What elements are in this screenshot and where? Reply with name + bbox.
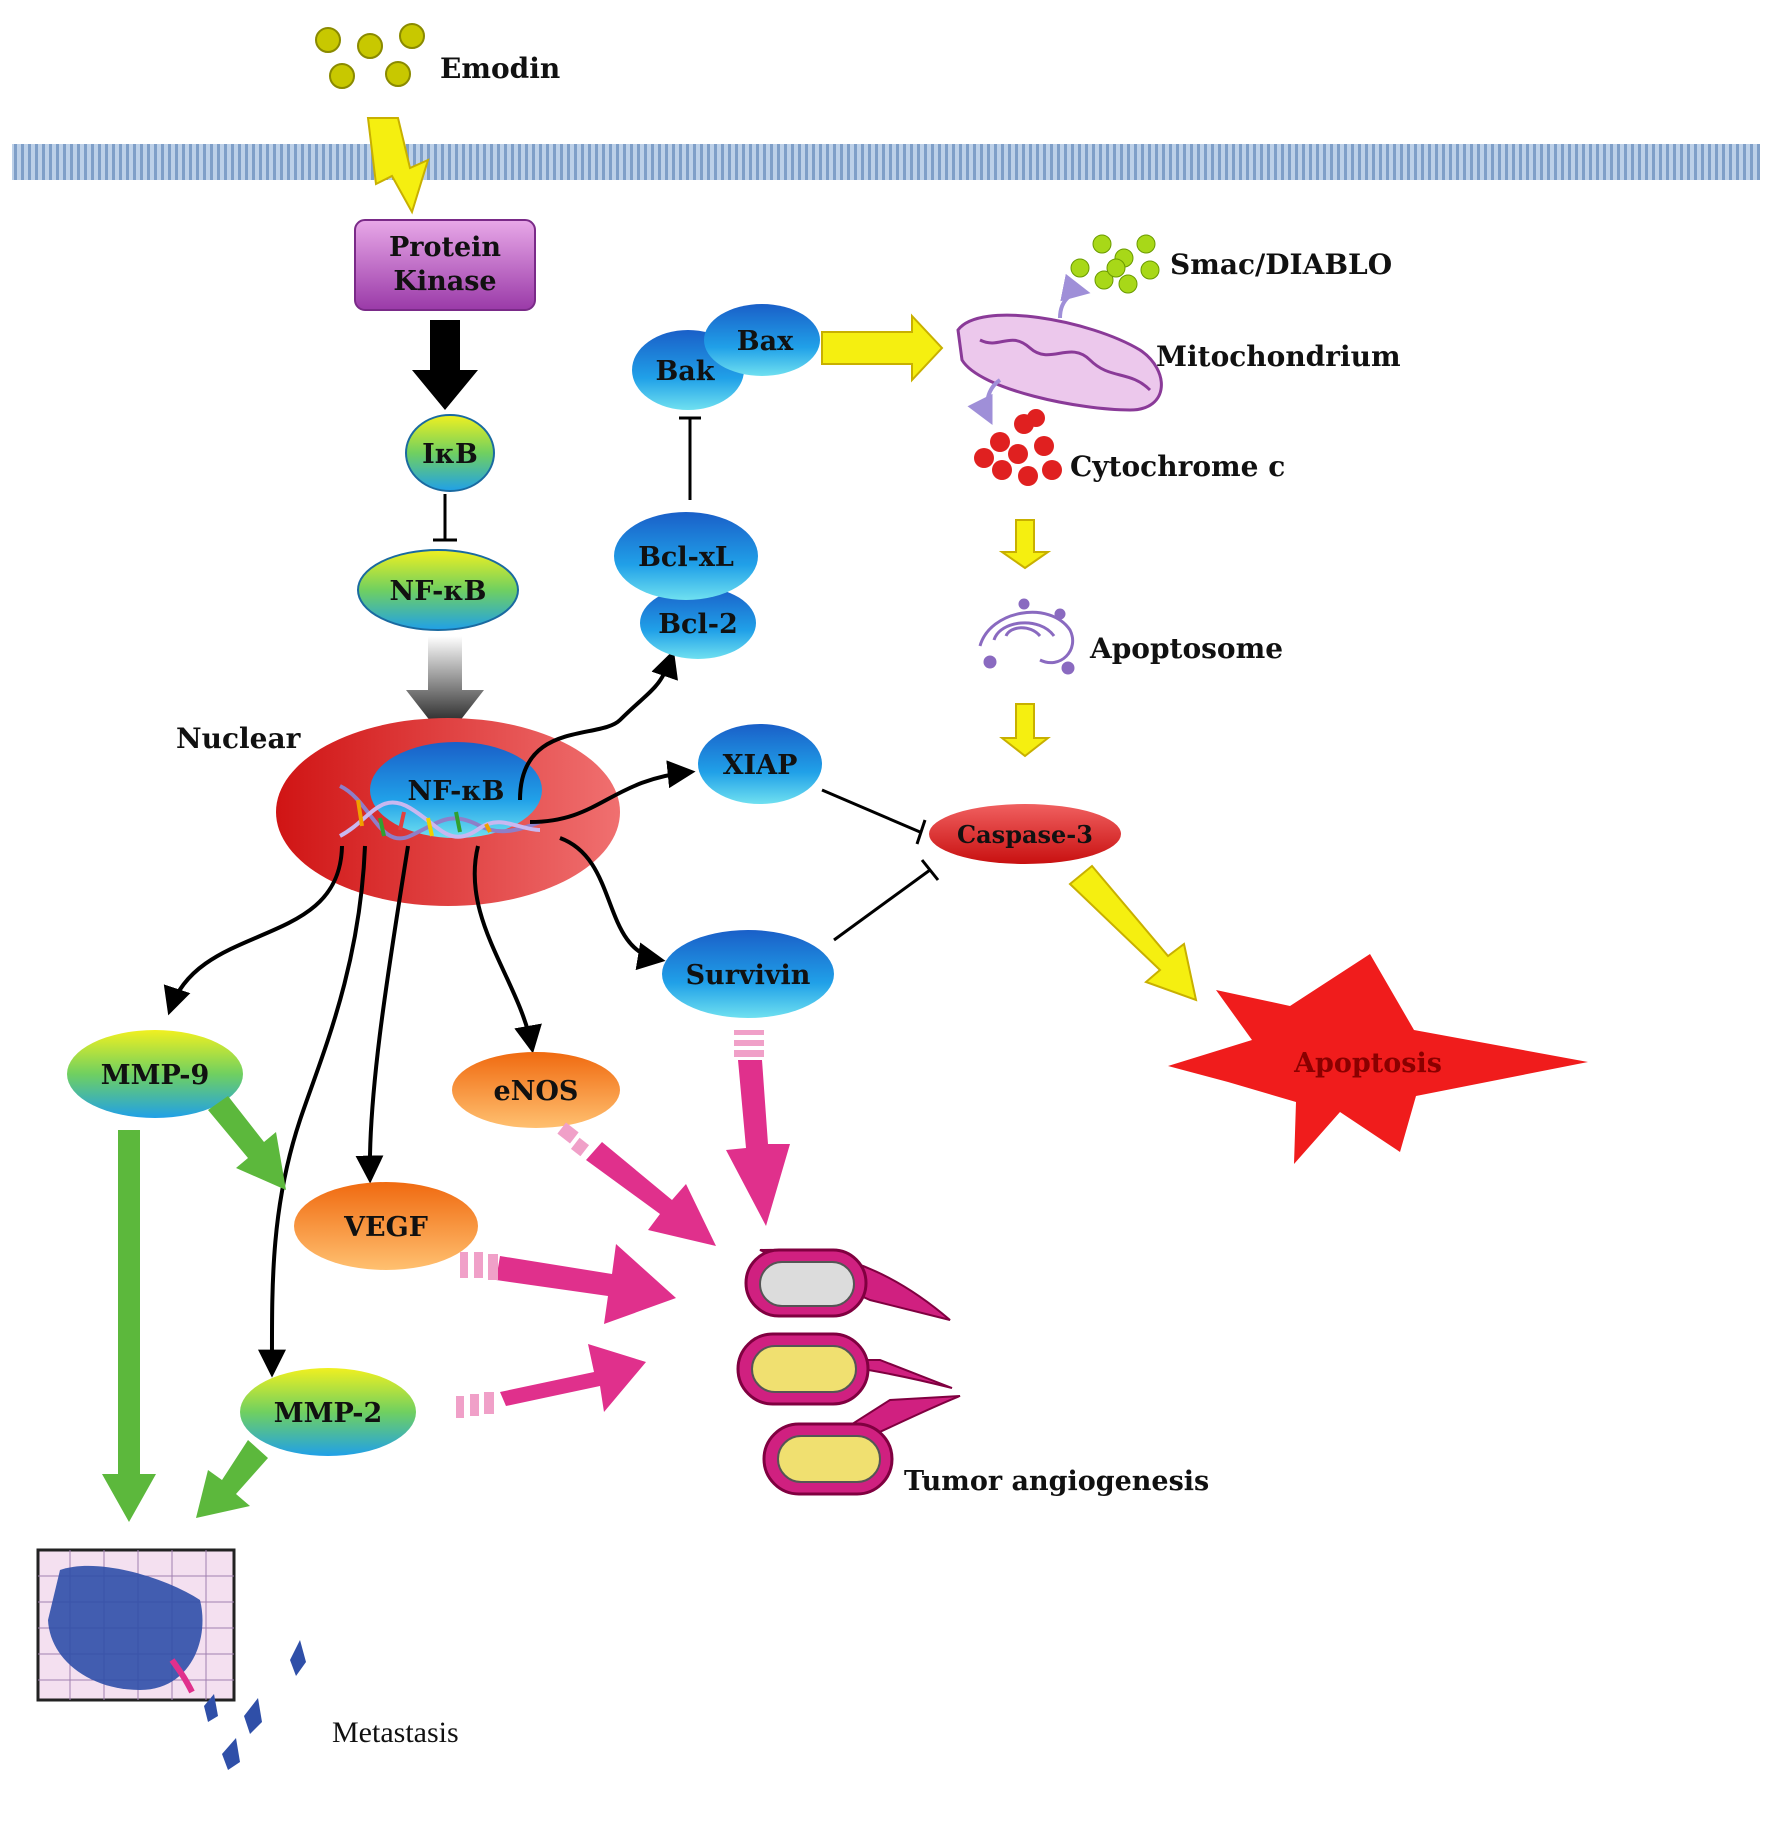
metastatic-cells-icon: [204, 1640, 306, 1770]
dna-helix-icon: [339, 784, 541, 841]
protein-kinase-node: [354, 219, 536, 311]
pink-arrows: [456, 1030, 790, 1418]
green-arrow-mmp9-vegf: [208, 1096, 286, 1190]
arrow-to-mmp2: [257, 845, 367, 1378]
bax-node: [704, 304, 820, 376]
caspase3-label: Caspase-3: [957, 820, 1093, 849]
pink-arrow-mmp2: [500, 1344, 646, 1412]
apoptosis-star: [1168, 954, 1588, 1164]
inhibition-xiap-caspase: [821, 788, 921, 834]
lightning-icon: [366, 117, 430, 215]
survivin-node: [662, 930, 834, 1018]
nfkb-label: NF-κB: [390, 576, 487, 607]
pink-arrow-survivin: [726, 1060, 790, 1226]
nfkb-nuclear-label: NF-κB: [408, 776, 505, 807]
arrow-to-bcl: [518, 649, 678, 801]
yellow-arrow-apoptosome-caspase: [999, 703, 1051, 758]
yellow-arrow-cyto-apoptosome: [998, 519, 1052, 570]
pink-arrow-vegf: [496, 1244, 676, 1324]
metastasis-tissue-icon: [36, 1548, 236, 1702]
enos-label: eNOS: [494, 1076, 579, 1107]
green-arrow-mmp9-metastasis: [102, 1130, 156, 1522]
bclxl-label: Bcl-xL: [638, 542, 734, 573]
yellow-arrow-bax-mito: [821, 313, 944, 383]
mmp2-node: [240, 1368, 416, 1456]
arrow-to-mmp9: [163, 845, 344, 1016]
apoptosis-label: Apoptosis: [1293, 1048, 1442, 1079]
smac-label: Smac/DIABLO: [1170, 248, 1392, 281]
green-arrow-mmp2-metastasis: [196, 1440, 268, 1518]
cell-membrane: [12, 144, 1760, 180]
tumor-angiogenesis-label: Tumor angiogenesis: [904, 1466, 1209, 1497]
vegf-node: [294, 1182, 478, 1270]
arrow-to-xiap: [529, 760, 696, 824]
bclxl-node: [614, 512, 758, 600]
survivin-label: Survivin: [686, 960, 811, 991]
emodin-molecules: [315, 23, 425, 89]
smac-molecules: [1070, 234, 1160, 294]
arrow-to-enos: [472, 845, 542, 1054]
inhibition-bar-survivin: [920, 859, 940, 881]
inhibition-survivin-caspase: [833, 868, 931, 942]
vegf-label: VEGF: [343, 1212, 428, 1243]
yellow-arrow-caspase-apoptosis: [1068, 864, 1198, 1002]
mitochondrium-label: Mitochondrium: [1156, 340, 1401, 373]
bax-label: Bax: [737, 326, 794, 357]
translocation-arrow: [406, 636, 484, 740]
pink-stripes-vegf: [460, 1252, 498, 1280]
inhibition-bar-xiap: [915, 819, 927, 845]
apoptosome-label: Apoptosome: [1089, 632, 1283, 665]
bcl2-label: Bcl-2: [658, 609, 738, 640]
apoptosome-icon: [978, 598, 1075, 675]
ikb-label: IκB: [422, 439, 478, 470]
nfkb-node: [357, 549, 519, 631]
bcl2-node: [640, 587, 756, 659]
metastasis-label: Metastasis: [332, 1716, 459, 1749]
transcription-arrows: [163, 649, 696, 1378]
bak-label: Bak: [655, 356, 715, 387]
xiap-label: XIAP: [723, 750, 798, 781]
activation-arrow-kinase-ikb: [412, 320, 478, 410]
arrow-to-survivin: [559, 836, 666, 971]
cytochrome-c-molecules: [974, 409, 1062, 486]
enos-node: [452, 1052, 620, 1128]
pink-arrow-enos: [586, 1142, 716, 1246]
nuclear-label: Nuclear: [176, 722, 302, 755]
pink-stripes-survivin: [734, 1030, 764, 1057]
release-arrow-cytochrome: [967, 378, 1002, 426]
mitochondrium-icon: [956, 313, 1163, 412]
cytochrome-c-label: Cytochrome c: [1070, 450, 1285, 483]
mmp2-label: MMP-2: [274, 1398, 383, 1429]
arrow-to-vegf: [355, 845, 410, 1184]
pink-stripes-enos: [557, 1122, 590, 1157]
caspase3-node: [929, 804, 1121, 864]
pink-stripes-mmp2: [456, 1392, 494, 1418]
xiap-node: [698, 724, 822, 804]
mmp9-node: [67, 1030, 243, 1118]
release-arrow-smac: [1058, 273, 1091, 319]
protein-kinase-label-1: Protein: [389, 232, 501, 263]
blood-vessels-icon: [736, 1248, 961, 1496]
nfkb-nuclear-node: [370, 742, 542, 838]
protein-kinase-label-2: Kinase: [393, 266, 496, 297]
mmp9-label: MMP-9: [101, 1060, 210, 1091]
ikb-node: [405, 414, 495, 492]
emodin-label: Emodin: [440, 52, 560, 85]
